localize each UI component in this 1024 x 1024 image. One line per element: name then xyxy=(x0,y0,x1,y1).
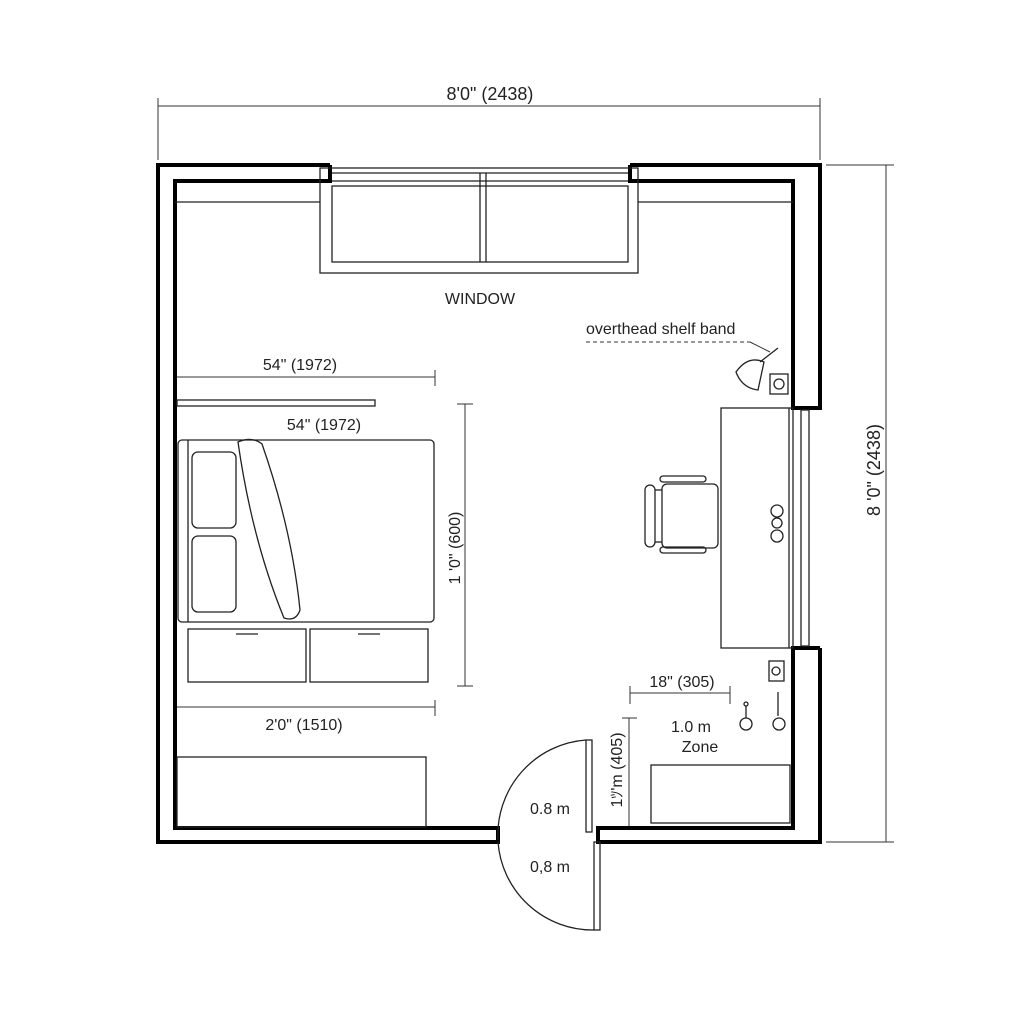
bed-length-label: 1 '0" (600) xyxy=(447,512,464,585)
shelf-dimension: 54" (1972) xyxy=(176,357,436,407)
bed-dim-label: 54" (1972) xyxy=(287,417,361,434)
window-label: WINDOW xyxy=(445,291,516,308)
bed-length-dimension: 1 '0" (600) xyxy=(447,403,473,687)
low-cabinet xyxy=(176,756,427,828)
storage-dim-label: 2'0" (1510) xyxy=(265,717,342,734)
bed: 54" (1972) xyxy=(177,417,435,683)
hook-spacing-dimension: 18" (305) xyxy=(629,674,731,704)
storage-dimension: 2'0" (1510) xyxy=(176,700,436,828)
storage-drawer xyxy=(309,628,429,683)
hook-spacing-label: 18" (305) xyxy=(649,674,714,691)
door[interactable]: 0.8 m 0,8 m xyxy=(497,739,601,931)
pillow-icon xyxy=(191,451,237,529)
shelf-dim-label: 54" (1972) xyxy=(263,357,337,374)
hook-icon xyxy=(739,717,753,731)
pillow-icon xyxy=(191,535,237,613)
door-clearance-top: 0.8 m xyxy=(530,801,570,818)
shelf-label: overthead shelf band xyxy=(586,321,735,338)
overall-width-label: 8'0" (2438) xyxy=(447,84,534,104)
clearance-zone: 1.0 m Zone 1ﾂ'm (405) xyxy=(609,717,791,826)
overhead-shelf-annotation: overthead shelf band xyxy=(586,321,771,353)
wall-hooks xyxy=(739,660,786,731)
zone-sublabel: Zone xyxy=(682,739,719,756)
zone-depth-label: 1ﾂ'm (405) xyxy=(609,732,626,807)
bench xyxy=(650,764,791,824)
overall-depth-dimension: 8 '0" (2438) xyxy=(826,164,894,843)
desk-lamp-icon xyxy=(735,347,789,395)
door-clearance-bottom: 0,8 m xyxy=(530,859,570,876)
overall-width-dimension: 8'0" (2438) xyxy=(157,84,821,160)
window: WINDOW xyxy=(175,167,793,308)
chair-icon xyxy=(644,475,719,554)
storage-drawer xyxy=(187,628,307,683)
desk xyxy=(720,407,810,649)
zone-label: 1.0 m xyxy=(671,719,711,736)
overall-depth-label: 8 '0" (2438) xyxy=(864,424,884,516)
hook-icon xyxy=(772,717,786,731)
